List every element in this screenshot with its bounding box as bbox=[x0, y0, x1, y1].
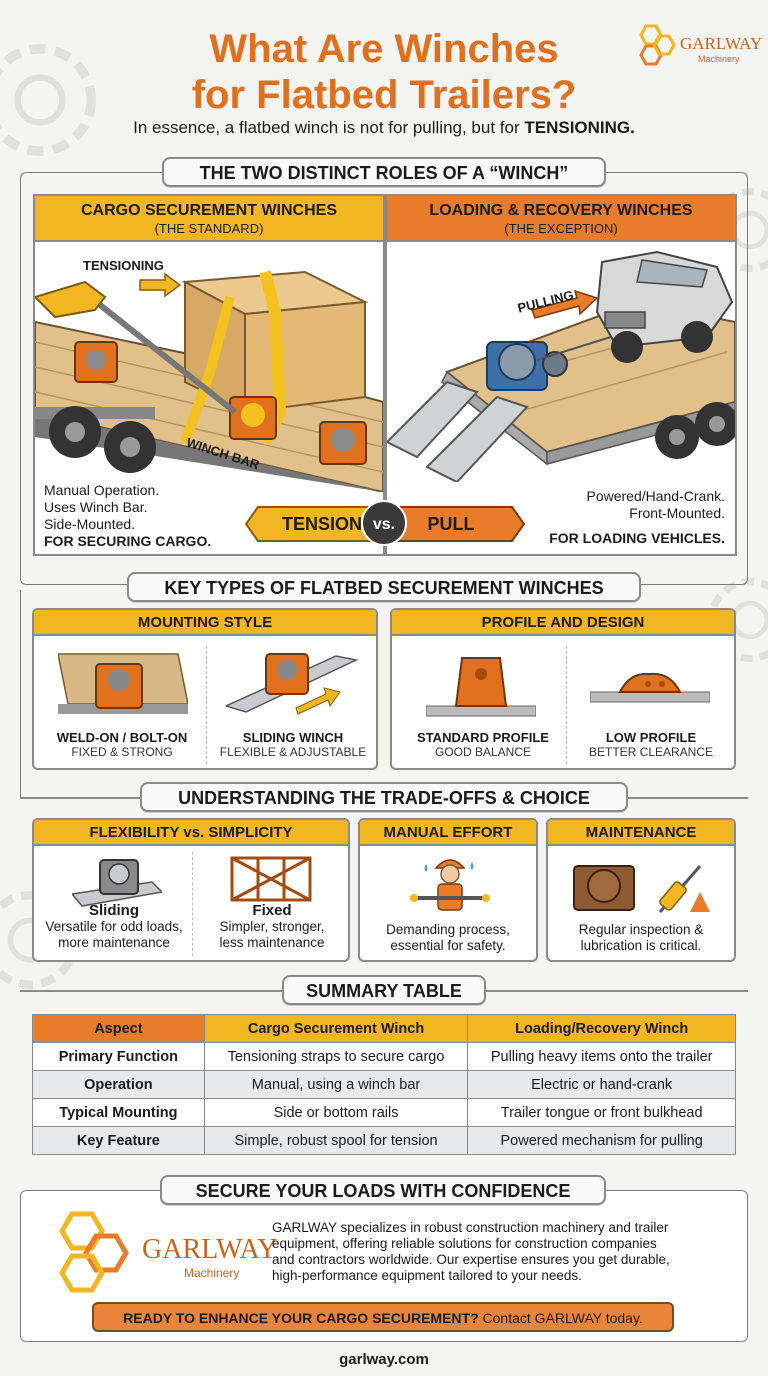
mounting-style-card: MOUNTING STYLE WELD-ON / BOLT-ON FIXED &… bbox=[32, 608, 378, 770]
sliding-winch-small-icon bbox=[72, 859, 162, 907]
rusty-winch-grease-gun-icon bbox=[573, 865, 710, 913]
flexibility-title: FLEXIBILITY vs. SIMPLICITY bbox=[34, 820, 348, 846]
sliding-winch-icon bbox=[226, 653, 359, 715]
maintenance-desc: Regular inspection & lubrication is crit… bbox=[578, 922, 704, 953]
summary-heading: SUMMARY TABLE bbox=[282, 975, 486, 1005]
maintenance-card: MAINTENANCE Regular inspection & lubrica… bbox=[546, 818, 736, 962]
fixed-winch-icon bbox=[230, 856, 312, 902]
low-profile-icon bbox=[590, 672, 710, 703]
worker-icon bbox=[410, 859, 490, 911]
page-title-line-1: What Are Winches bbox=[209, 27, 559, 71]
table-row: Typical Mounting Side or bottom rails Tr… bbox=[32, 1098, 736, 1127]
brand-name-large: GARLWAY bbox=[142, 1234, 278, 1265]
gear-decoration-icon bbox=[0, 44, 96, 156]
tensioning-label: TENSIONING bbox=[83, 258, 164, 273]
profile-item-low: LOW PROFILE BETTER CLEARANCE bbox=[588, 730, 714, 759]
tension-label: TENSION bbox=[281, 514, 362, 534]
maintenance-title: MAINTENANCE bbox=[548, 820, 734, 846]
flex-item-fixed: Fixed Simpler, stronger, less maintenanc… bbox=[219, 902, 325, 950]
cargo-securement-illustration bbox=[35, 270, 383, 492]
flex-item-sliding: Sliding Versatile for odd loads, more ma… bbox=[45, 902, 183, 950]
cargo-winch-notes: Manual Operation. Uses Winch Bar. Side-M… bbox=[44, 482, 212, 549]
manual-effort-card: MANUAL EFFORT Demanding process, essenti… bbox=[358, 818, 538, 962]
brand-name: GARLWAY bbox=[680, 34, 763, 53]
profile-item-standard: STANDARD PROFILE GOOD BALANCE bbox=[417, 730, 549, 759]
page-subtitle: In essence, a flatbed winch is not for p… bbox=[133, 118, 635, 137]
manual-effort-desc: Demanding process, essential for safety. bbox=[386, 922, 510, 953]
brand-tagline-large: Machinery bbox=[184, 1266, 240, 1280]
page-title-line-2: for Flatbed Trailers? bbox=[191, 73, 577, 117]
company-description: GARLWAY specializes in robust constructi… bbox=[272, 1220, 670, 1283]
weld-on-winch-icon bbox=[58, 653, 188, 714]
table-header-row: Aspect Cargo Securement Winch Loading/Re… bbox=[32, 1014, 736, 1043]
footer-website-link[interactable]: garlway.com bbox=[339, 1351, 429, 1368]
roles-heading: THE TWO DISTINCT ROLES OF A “WINCH” bbox=[162, 157, 606, 187]
tradeoffs-heading: UNDERSTANDING THE TRADE-OFFS & CHOICE bbox=[140, 782, 628, 812]
table-row: Operation Manual, using a winch bar Elec… bbox=[32, 1070, 736, 1099]
mounting-item-sliding: SLIDING WINCH FLEXIBLE & ADJUSTABLE bbox=[219, 730, 367, 759]
mounting-style-title: MOUNTING STYLE bbox=[34, 610, 376, 636]
brand-tagline: Machinery bbox=[698, 54, 740, 64]
loading-winch-header: LOADING & RECOVERY WINCHES (THE EXCEPTIO… bbox=[387, 196, 735, 242]
summary-table: Aspect Cargo Securement Winch Loading/Re… bbox=[32, 1014, 736, 1155]
cargo-winch-header: CARGO SECUREMENT WINCHES (THE STANDARD) bbox=[35, 196, 383, 242]
table-header-aspect: Aspect bbox=[32, 1014, 205, 1043]
loading-winch-notes: Powered/Hand-Crank. Front-Mounted. FOR L… bbox=[549, 488, 725, 546]
loading-winch-panel: LOADING & RECOVERY WINCHES (THE EXCEPTIO… bbox=[385, 194, 737, 556]
flexibility-card: FLEXIBILITY vs. SIMPLICITY Sliding Versa… bbox=[32, 818, 350, 962]
types-heading: KEY TYPES OF FLATBED SECUREMENT WINCHES bbox=[127, 572, 641, 602]
profile-design-card: PROFILE AND DESIGN STANDARD PROFILE GOOD… bbox=[390, 608, 736, 770]
contact-cta-button[interactable]: READY TO ENHANCE YOUR CARGO SECUREMENT? … bbox=[92, 1302, 674, 1332]
mounting-item-weld-on: WELD-ON / BOLT-ON FIXED & STRONG bbox=[56, 730, 188, 759]
profile-design-title: PROFILE AND DESIGN bbox=[392, 610, 734, 636]
loading-recovery-illustration bbox=[387, 250, 735, 482]
confidence-heading: SECURE YOUR LOADS WITH CONFIDENCE bbox=[160, 1175, 606, 1205]
brand-logo-large: GARLWAY Machinery bbox=[52, 1210, 277, 1294]
tension-arrow-icon bbox=[244, 506, 383, 542]
table-row: Key Feature Simple, robust spool for ten… bbox=[32, 1126, 736, 1155]
table-row: Primary Function Tensioning straps to se… bbox=[32, 1042, 736, 1071]
table-header-loading: Loading/Recovery Winch bbox=[467, 1014, 736, 1043]
vs-badge: vs. bbox=[361, 500, 407, 546]
cargo-winch-panel: CARGO SECUREMENT WINCHES (THE STANDARD) … bbox=[33, 194, 385, 556]
standard-profile-icon bbox=[426, 657, 536, 717]
brand-logo: GARLWAY Machinery bbox=[634, 20, 762, 70]
table-header-cargo: Cargo Securement Winch bbox=[203, 1014, 469, 1043]
pull-label: PULL bbox=[427, 514, 475, 534]
manual-effort-title: MANUAL EFFORT bbox=[360, 820, 536, 846]
